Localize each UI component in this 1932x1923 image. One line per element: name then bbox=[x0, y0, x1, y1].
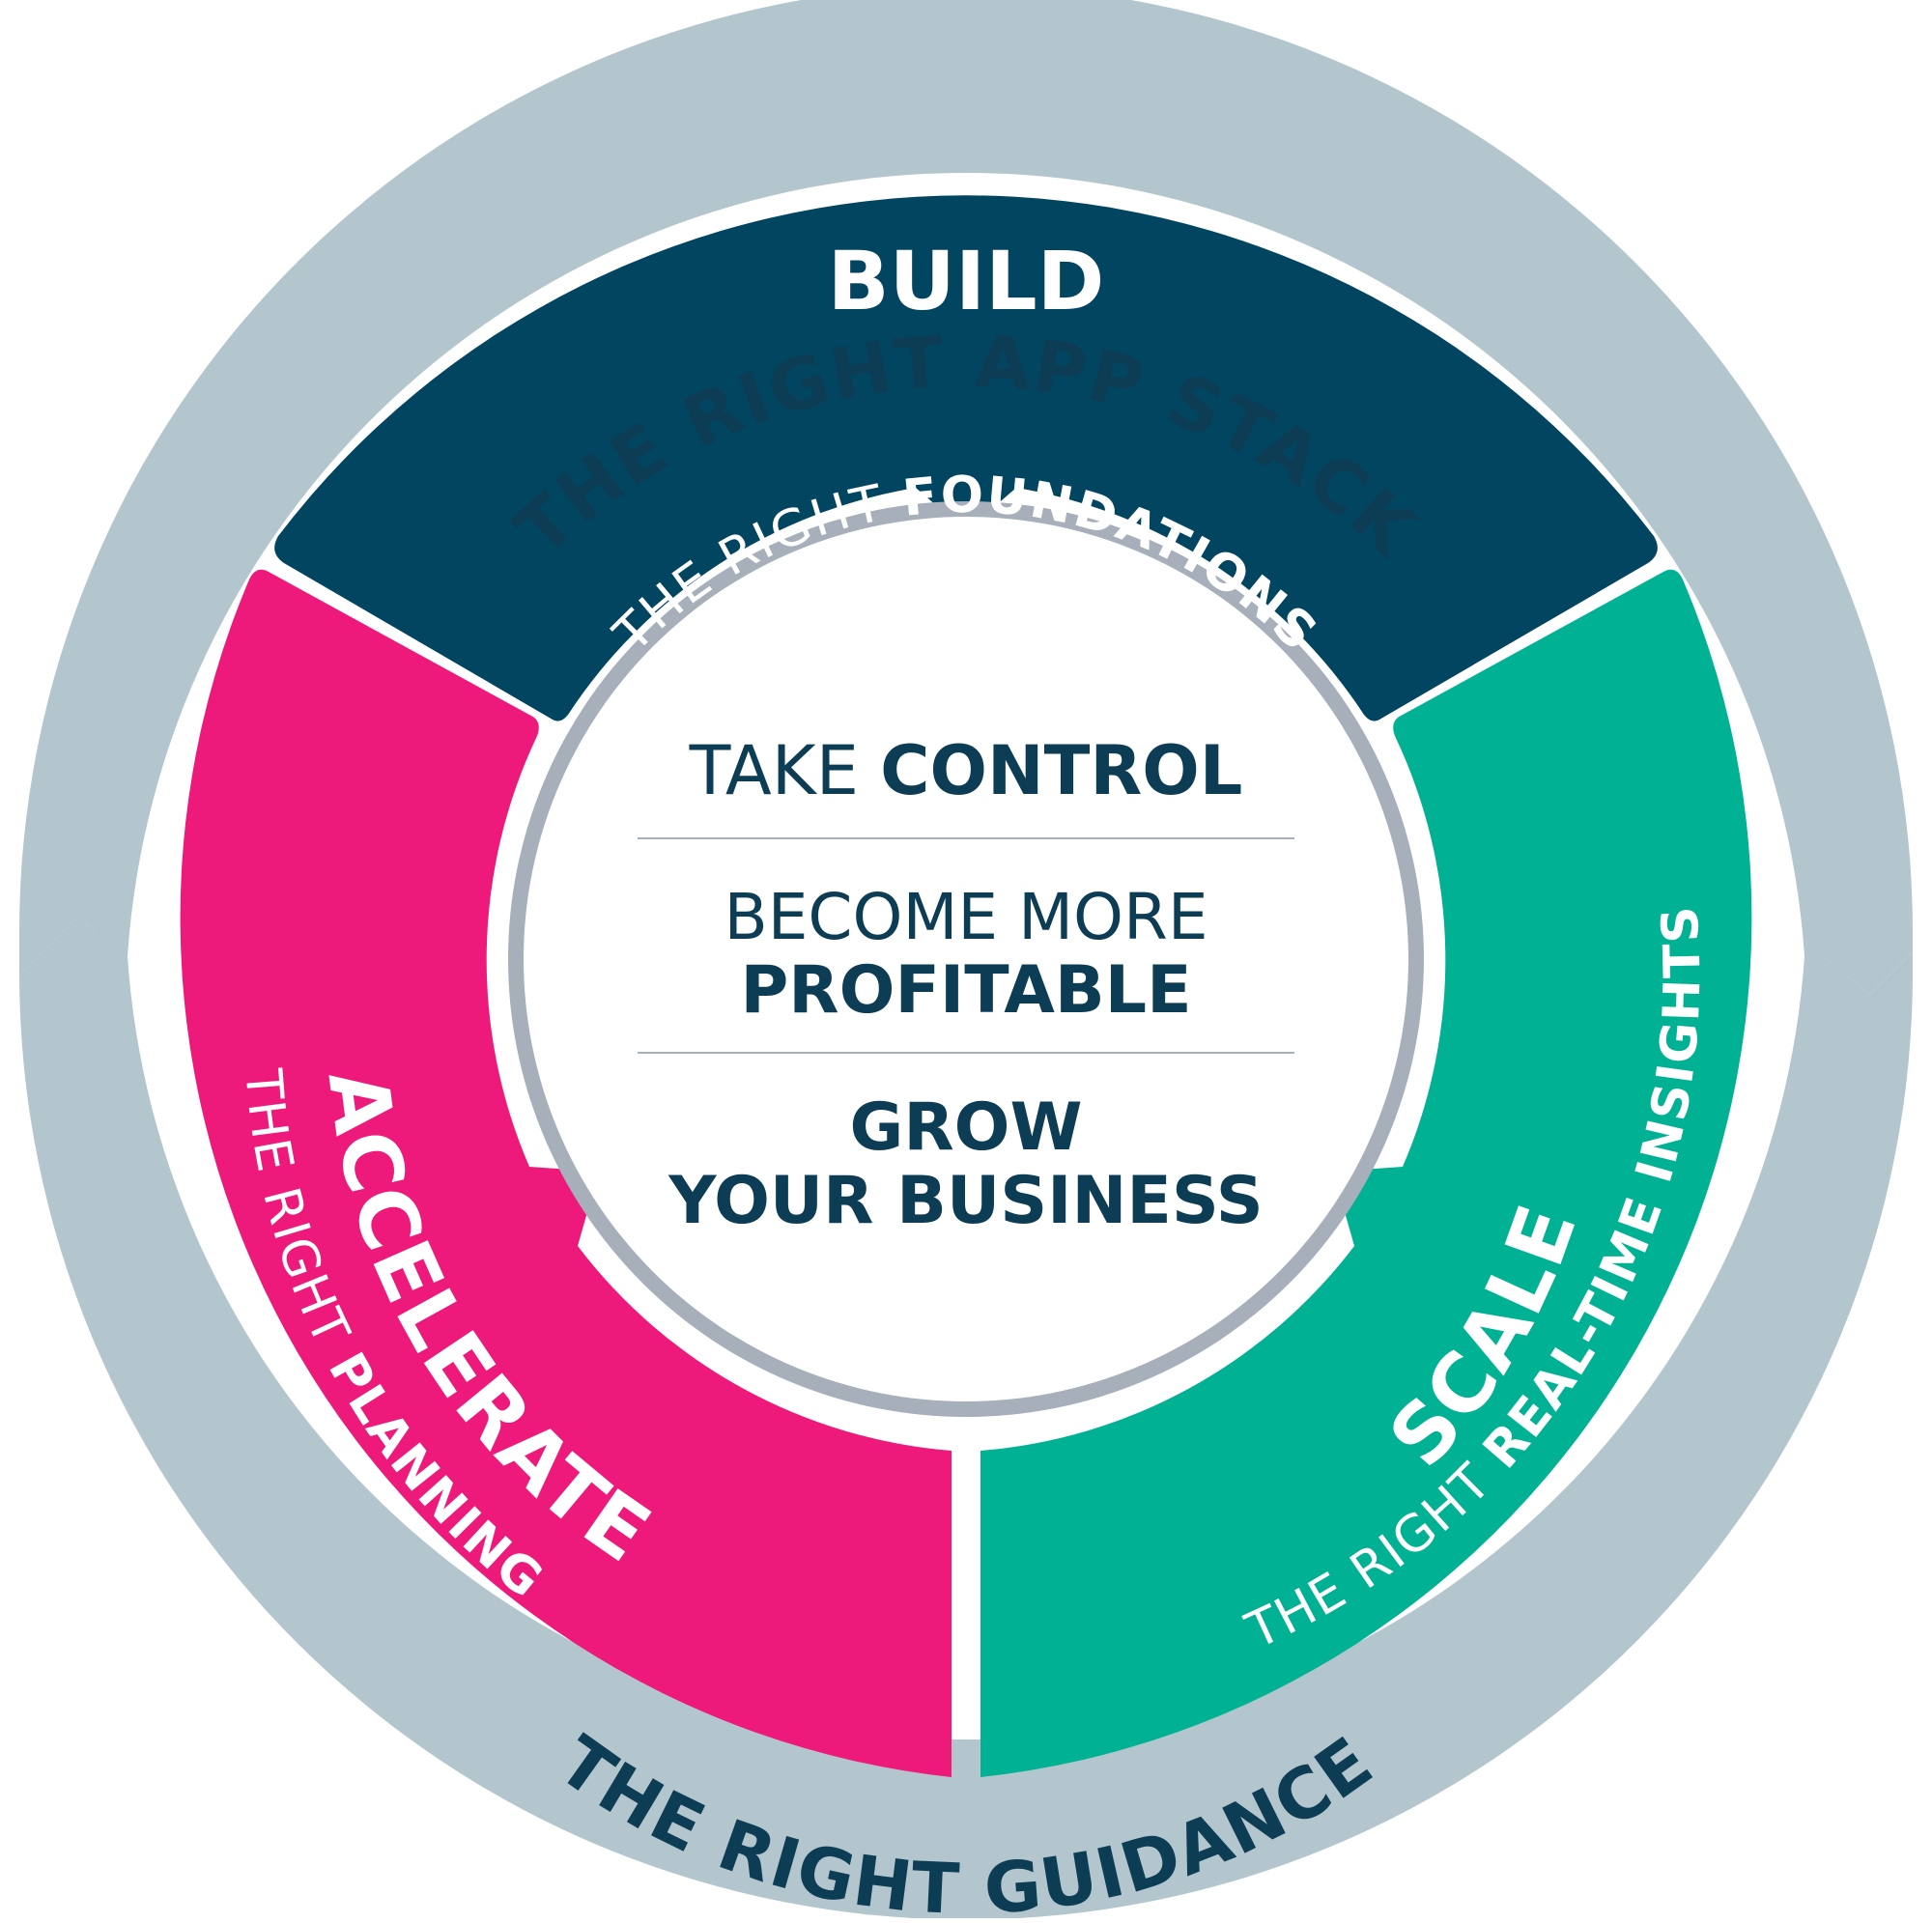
inner-circle bbox=[524, 517, 1408, 1401]
take-control: TAKE CONTROL bbox=[689, 731, 1243, 810]
control-bold: CONTROL bbox=[880, 731, 1242, 810]
grow: GROW bbox=[850, 1089, 1083, 1166]
build-title: BUILD bbox=[828, 234, 1105, 328]
outer-ring-band bbox=[19, 0, 1913, 995]
center-text: TAKE CONTROL BECOME MORE PROFITABLE GROW… bbox=[638, 731, 1294, 1239]
your-business: YOUR BUSINESS bbox=[668, 1163, 1263, 1239]
outer-ring bbox=[19, 0, 1914, 1920]
outer-ring-band-lower bbox=[19, 918, 1914, 1920]
take-prefix: TAKE bbox=[689, 731, 881, 810]
become-more: BECOME MORE bbox=[724, 880, 1208, 954]
build-segment bbox=[274, 195, 1658, 721]
profitable: PROFITABLE bbox=[740, 952, 1191, 1029]
